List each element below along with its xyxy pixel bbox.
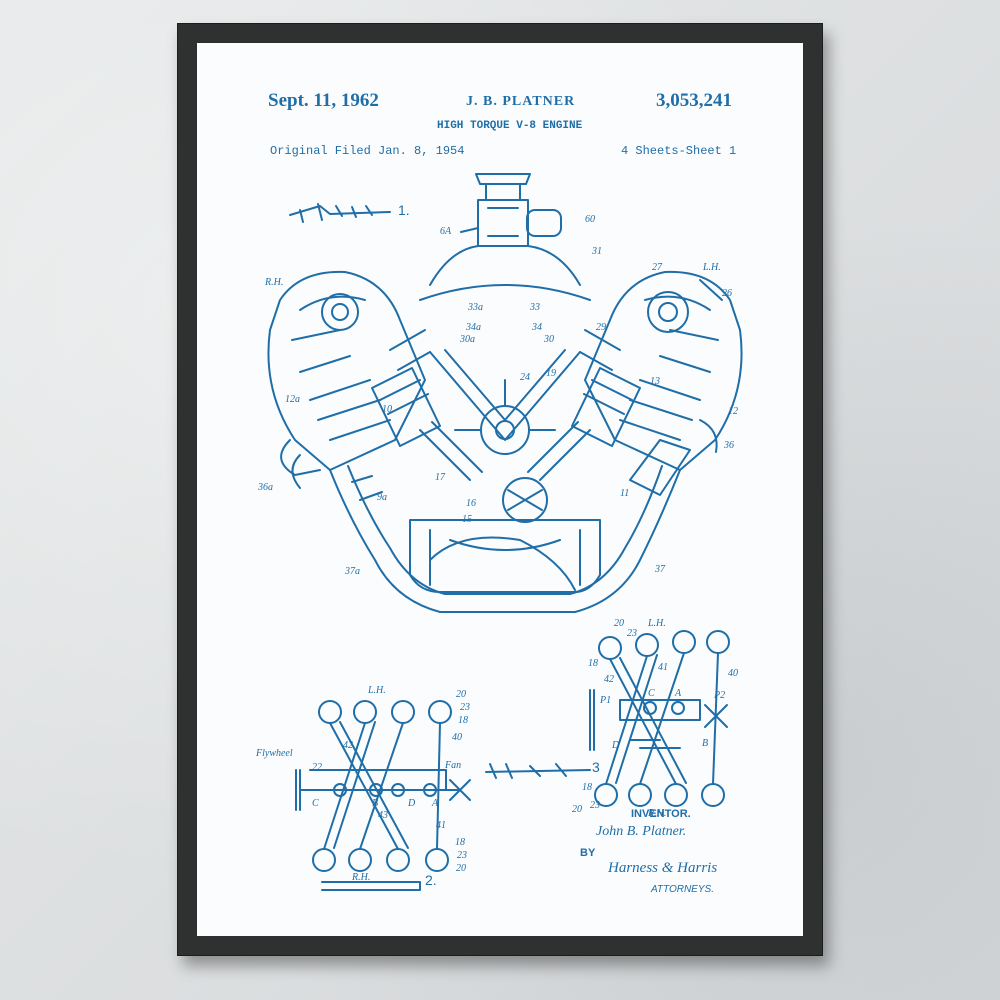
patent-title: HIGH TORQUE V-8 ENGINE bbox=[437, 120, 583, 132]
fig2-label-42: 42 bbox=[343, 740, 353, 751]
fig2-number: 2. bbox=[425, 872, 437, 888]
label-33: 33 bbox=[529, 302, 540, 313]
patent-sheet-count: 4 Sheets-Sheet 1 bbox=[621, 144, 737, 158]
label-13: 13 bbox=[650, 376, 660, 387]
attorneys-label: ATTORNEYS. bbox=[651, 884, 714, 895]
fig3-label-20b: 20 bbox=[572, 804, 582, 815]
label-29: 29 bbox=[596, 322, 606, 333]
fig3-label-42: 42 bbox=[604, 674, 614, 685]
fig3-label-mark bbox=[485, 763, 591, 779]
patent-drawing: 1. 2. 3 6A 60 31 27 L.H. R.H. 26 33a 33 … bbox=[255, 173, 743, 891]
fig2-label-flywheel: Flywheel bbox=[255, 748, 293, 759]
label-36: 36 bbox=[723, 440, 734, 451]
fig3-label-rh: R.H. bbox=[647, 808, 666, 819]
fig2-label-d: D bbox=[407, 798, 416, 809]
inventor-signature: John B. Platner. bbox=[596, 824, 687, 839]
label-60: 60 bbox=[585, 214, 595, 225]
label-34: 34 bbox=[531, 322, 542, 333]
fig3-label-a: A bbox=[674, 688, 682, 699]
fig3-label-18a: 18 bbox=[588, 658, 598, 669]
label-rh-top: R.H. bbox=[264, 277, 283, 288]
fig3-label-p1: P1 bbox=[599, 695, 611, 706]
fig3-label-41: 41 bbox=[658, 662, 668, 673]
label-11: 11 bbox=[620, 488, 629, 499]
fig2-label-18b: 18 bbox=[455, 837, 465, 848]
fig2-label-41: 41 bbox=[436, 820, 446, 831]
fig3-label-23a: 23 bbox=[627, 628, 637, 639]
fig2-label-22: 22 bbox=[312, 762, 322, 773]
fig3-label-18b: 18 bbox=[582, 782, 592, 793]
label-33a: 33a bbox=[467, 302, 483, 313]
fig2-label-43: 43 bbox=[378, 810, 388, 821]
patent-filed-date: Original Filed Jan. 8, 1954 bbox=[270, 144, 465, 158]
label-37: 37 bbox=[654, 564, 666, 575]
fig3-label-d: D bbox=[611, 740, 620, 751]
label-15: 15 bbox=[462, 514, 472, 525]
fig2-label-fan: Fan bbox=[444, 760, 461, 771]
patent-date: Sept. 11, 1962 bbox=[268, 90, 379, 111]
fig3-number: 3 bbox=[592, 759, 600, 775]
label-16: 16 bbox=[466, 498, 476, 509]
fig2-label-a: A bbox=[431, 798, 439, 809]
attorney-signature: Harness & Harris bbox=[608, 860, 718, 876]
fig2-label-b: B bbox=[372, 798, 378, 809]
fig3-label-23b: 23 bbox=[590, 800, 600, 811]
poster-paper bbox=[197, 43, 803, 936]
patent-inventor-name: J. B. PLATNER bbox=[466, 94, 576, 109]
engine-illustration bbox=[267, 173, 743, 613]
fig1-label-mark bbox=[289, 203, 391, 223]
label-12a: 12a bbox=[285, 394, 300, 405]
label-31: 31 bbox=[591, 246, 602, 257]
fig3-label-40: 40 bbox=[728, 668, 738, 679]
label-9a: 9a bbox=[377, 492, 387, 503]
label-30a: 30a bbox=[459, 334, 475, 345]
label-10: 10 bbox=[382, 404, 392, 415]
fig2-label-rh: R.H. bbox=[351, 872, 370, 883]
patent-number: 3,053,241 bbox=[656, 90, 732, 111]
label-6a: 6A bbox=[440, 226, 452, 237]
label-36a: 36a bbox=[257, 482, 273, 493]
fig3-label-c: C bbox=[648, 688, 655, 699]
fig3-crankshaft-diagram bbox=[589, 630, 730, 807]
fig3-label-20a: 20 bbox=[614, 618, 624, 629]
fig2-label-20a: 20 bbox=[456, 689, 466, 700]
fig3-label-b: B bbox=[702, 738, 708, 749]
fig2-label-lh: L.H. bbox=[367, 685, 386, 696]
label-26: 26 bbox=[722, 288, 732, 299]
fig2-crankshaft-diagram bbox=[295, 700, 471, 891]
label-19: 19 bbox=[546, 368, 556, 379]
fig2-label-18a: 18 bbox=[458, 715, 468, 726]
inventor-label: INVENTOR. bbox=[631, 808, 691, 820]
label-lh-top: L.H. bbox=[702, 262, 721, 273]
fig2-label-23a: 23 bbox=[460, 702, 470, 713]
fig2-label-23b: 23 bbox=[457, 850, 467, 861]
label-12: 12 bbox=[728, 406, 738, 417]
fig2-label-40: 40 bbox=[452, 732, 462, 743]
label-24: 24 bbox=[520, 372, 530, 383]
label-27: 27 bbox=[652, 262, 663, 273]
fig3-label-lh: L.H. bbox=[647, 618, 666, 629]
label-30: 30 bbox=[543, 334, 554, 345]
by-label: BY bbox=[580, 847, 596, 859]
fig3-label-p2: P2 bbox=[713, 690, 725, 701]
fig2-label-20b: 20 bbox=[456, 863, 466, 874]
label-37a: 37a bbox=[344, 566, 360, 577]
label-34a: 34a bbox=[465, 322, 481, 333]
label-17: 17 bbox=[435, 472, 446, 483]
fig2-label-c: C bbox=[312, 798, 319, 809]
fig1-number: 1. bbox=[398, 202, 410, 218]
